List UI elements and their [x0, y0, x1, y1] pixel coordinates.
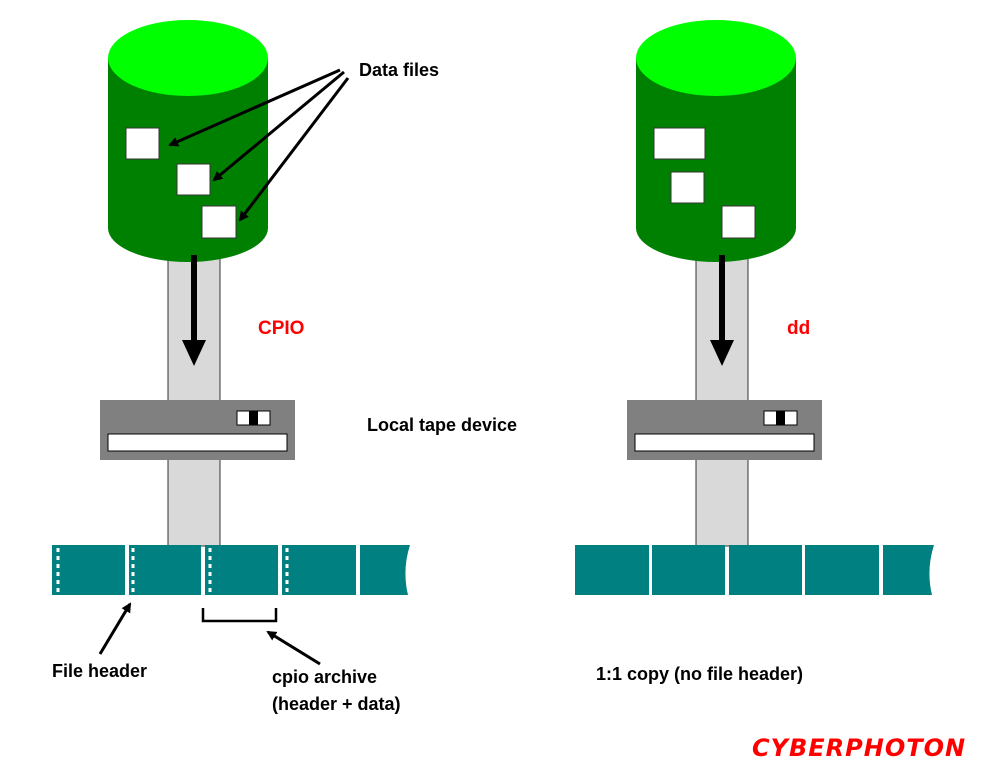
right-data-pipe — [695, 239, 749, 547]
right-down-arrow-icon — [710, 255, 734, 366]
cpio-archive-label: cpio archive — [272, 667, 377, 687]
data-files-label: Data files — [359, 60, 439, 80]
cpio-archive-sublabel: (header + data) — [272, 694, 401, 714]
file-header-arrow — [98, 602, 132, 655]
cyberphoton-logo: CYBERPHOTON — [752, 734, 966, 762]
left-data-file-3 — [201, 205, 237, 239]
cpio-archive-arrow — [266, 630, 321, 666]
left-tape — [52, 545, 410, 595]
left-down-arrow-icon — [182, 255, 206, 366]
right-method-label: dd — [787, 318, 810, 339]
data-files-arrow-1 — [168, 68, 341, 147]
data-files-arrow-2 — [212, 70, 345, 182]
local-tape-device-label: Local tape device — [367, 415, 517, 435]
left-panel: Data files CPIO Local tape device — [52, 20, 517, 714]
cpio-archive-bracket — [201, 608, 278, 623]
left-data-file-1 — [125, 127, 160, 160]
right-data-file-3 — [721, 205, 756, 239]
right-tape-device — [627, 400, 822, 460]
left-method-label: CPIO — [258, 318, 304, 339]
file-header-label: File header — [52, 661, 147, 681]
left-data-file-2 — [176, 163, 211, 196]
one-to-one-copy-label: 1:1 copy (no file header) — [596, 664, 803, 684]
right-data-file-2 — [670, 171, 705, 204]
data-files-arrow-3 — [238, 77, 350, 222]
right-data-file-1 — [653, 127, 706, 160]
left-disk-cylinder — [108, 20, 268, 262]
right-disk-cylinder — [636, 20, 796, 262]
right-panel: dd 1:1 copy (no file header) — [575, 20, 934, 684]
right-tape — [575, 545, 934, 595]
left-tape-device — [100, 400, 295, 460]
